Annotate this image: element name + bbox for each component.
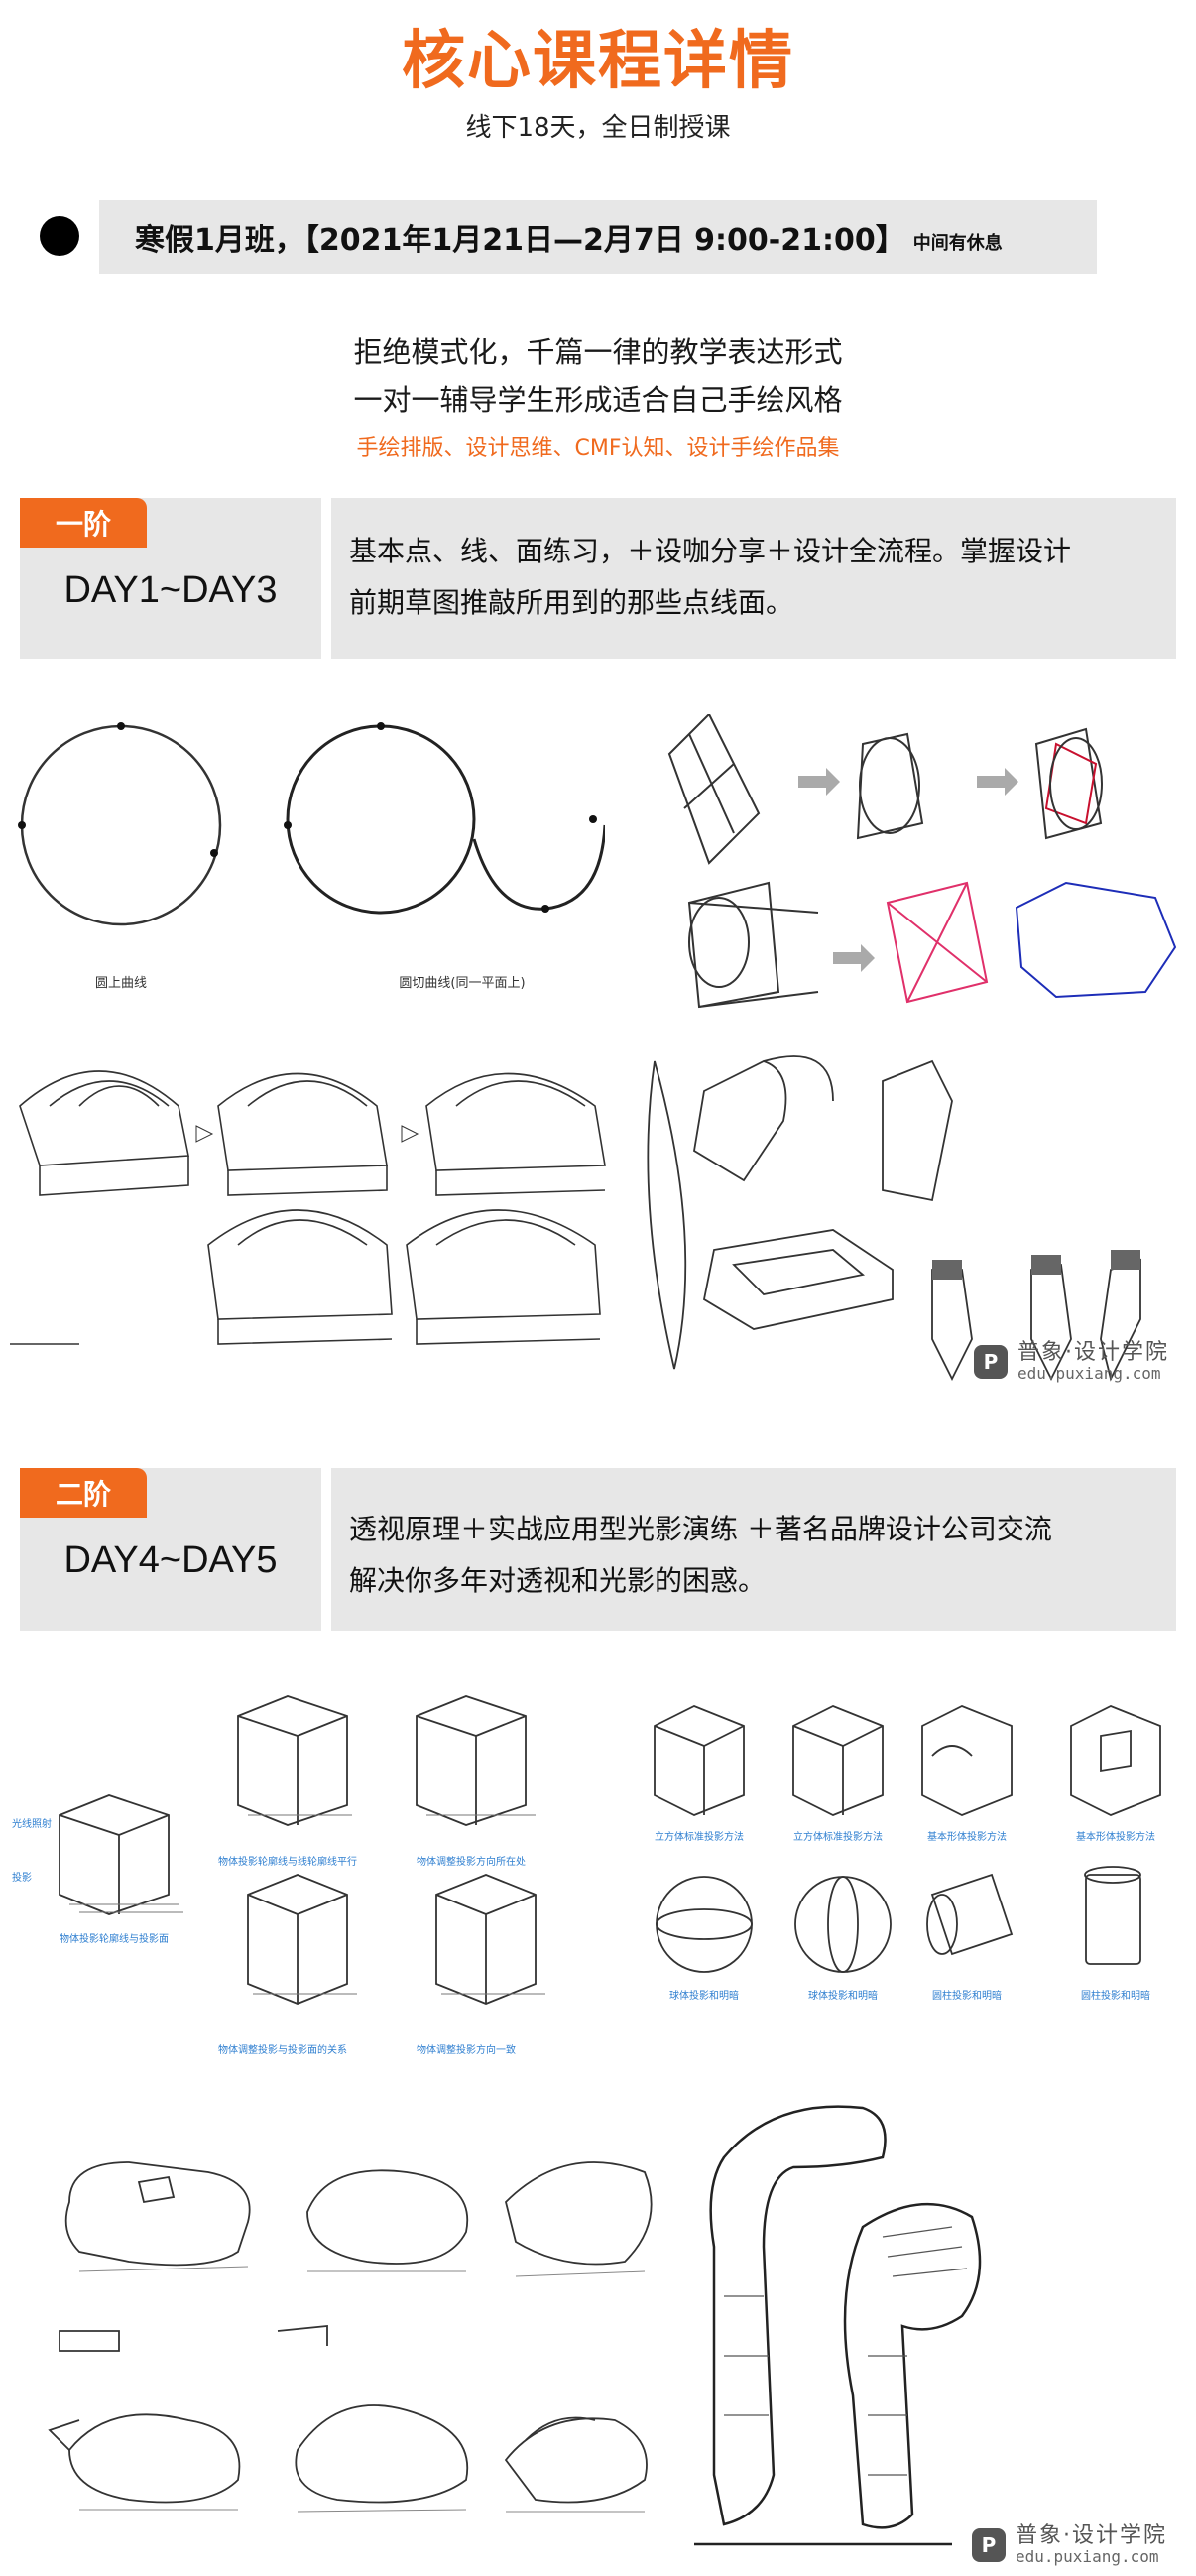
caption-cube-d: 基本形体投影方法 bbox=[1076, 1830, 1155, 1843]
watermark-name-2: 普象·设计学院 bbox=[1016, 2523, 1167, 2548]
page-title: 核心课程详情 bbox=[402, 25, 794, 98]
stage-2-description: 透视原理＋实战应用型光影演练 ＋著名品牌设计公司交流 解决你多年对透视和光影的困… bbox=[331, 1468, 1176, 1631]
blue-note-5: 物体调整投影方向所在处 bbox=[417, 1855, 526, 1868]
caption-sphere-a: 球体投影和明暗 bbox=[669, 1989, 739, 2002]
schedule-text: 寒假1月班，【2021年1月21日—2月7日 9:00-21:00】 bbox=[135, 223, 905, 258]
stage-2-desc-line-2: 解决你多年对透视和光影的困惑。 bbox=[349, 1564, 767, 1597]
caption-circle-1: 圆上曲线 bbox=[95, 976, 147, 991]
bullet-dot-icon bbox=[40, 216, 79, 256]
arch-structure-sketch bbox=[10, 1046, 625, 1384]
puxiang-logo-icon-2: P bbox=[972, 2527, 1006, 2562]
schedule-note: 中间有休息 bbox=[912, 233, 1003, 254]
caption-cube-b: 立方体标准投影方法 bbox=[793, 1830, 883, 1843]
stage-1-tab: 一阶 bbox=[20, 498, 147, 548]
stage-2-desc-line-1: 透视原理＋实战应用型光影演练 ＋著名品牌设计公司交流 bbox=[349, 1513, 1052, 1545]
basic-forms-shadow-sketch: 立方体标准投影方法 立方体标准投影方法 基本形体投影方法 基本形体投影方法 球体… bbox=[635, 1666, 1190, 2083]
stage-2-days: DAY4~DAY5 bbox=[63, 1539, 278, 1581]
watermark-1: P 普象·设计学院 edu.puxiang.com bbox=[974, 1340, 1169, 1384]
schedule-bar: 寒假1月班，【2021年1月21日—2月7日 9:00-21:00】 中间有休息 bbox=[99, 200, 1097, 274]
soft-form-sketch bbox=[10, 2103, 674, 2569]
perspective-box-sketch bbox=[650, 714, 1185, 1012]
blue-note-4: 物体投影轮廓线与线轮廓线平行 bbox=[218, 1855, 357, 1868]
watermark-2: P 普象·设计学院 edu.puxiang.com bbox=[972, 2523, 1167, 2567]
intro-line-1: 拒绝模式化，千篇一律的教学表达形式 bbox=[353, 335, 843, 369]
hairdryer-stand-sketch bbox=[694, 2098, 1190, 2569]
caption-sphere-b: 球体投影和明暗 bbox=[808, 1989, 878, 2002]
page-subtitle: 线下18天，全日制授课 bbox=[465, 113, 731, 143]
blue-note-2: 投影 bbox=[12, 1871, 32, 1884]
stage-1-days: DAY1~DAY3 bbox=[63, 569, 278, 611]
stage-1-label-panel: 一阶 DAY1~DAY3 bbox=[20, 498, 321, 659]
watermark-url-2: edu.puxiang.com bbox=[1016, 2547, 1159, 2567]
blue-note-6: 物体调整投影与投影面的关系 bbox=[218, 2043, 347, 2056]
stage-1-description: 基本点、线、面练习，＋设咖分享＋设计全流程。掌握设计 前期草图推敲所用到的那些点… bbox=[331, 498, 1176, 659]
stage-1-desc-line-1: 基本点、线、面练习，＋设咖分享＋设计全流程。掌握设计 bbox=[349, 535, 1072, 567]
blue-note-1: 光线照射 bbox=[12, 1817, 52, 1830]
caption-cyl-a: 圆柱投影和明暗 bbox=[932, 1989, 1002, 2002]
blue-note-7: 物体调整投影方向一致 bbox=[417, 2043, 516, 2056]
cube-shadow-sketch: 光线照射 投影 物体投影轮廓线与投影面 物体投影轮廓线与线轮廓线平行 物体调整投… bbox=[10, 1666, 605, 2083]
caption-circle-2: 圆切曲线(同一平面上) bbox=[399, 976, 525, 991]
intro-line-2: 一对一辅导学生形成适合自己手绘风格 bbox=[353, 383, 843, 417]
circle-curves-sketch: 圆上曲线 圆切曲线(同一平面上) bbox=[10, 714, 605, 1002]
product-sketch-shavers bbox=[635, 1042, 1190, 1409]
puxiang-logo-icon: P bbox=[974, 1344, 1008, 1379]
stage-2-label-panel: 二阶 DAY4~DAY5 bbox=[20, 1468, 321, 1631]
caption-cube-a: 立方体标准投影方法 bbox=[655, 1830, 744, 1843]
watermark-name: 普象·设计学院 bbox=[1017, 1340, 1169, 1365]
stage-1-desc-line-2: 前期草图推敲所用到的那些点线面。 bbox=[349, 586, 794, 619]
watermark-url: edu.puxiang.com bbox=[1017, 1364, 1161, 1384]
caption-cube-c: 基本形体投影方法 bbox=[927, 1830, 1007, 1843]
intro-tags: 手绘排版、设计思维、CMF认知、设计手绘作品集 bbox=[356, 436, 840, 461]
blue-note-3: 物体投影轮廓线与投影面 bbox=[60, 1932, 169, 1945]
caption-cyl-b: 圆柱投影和明暗 bbox=[1081, 1989, 1150, 2002]
stage-2-tab: 二阶 bbox=[20, 1468, 147, 1518]
